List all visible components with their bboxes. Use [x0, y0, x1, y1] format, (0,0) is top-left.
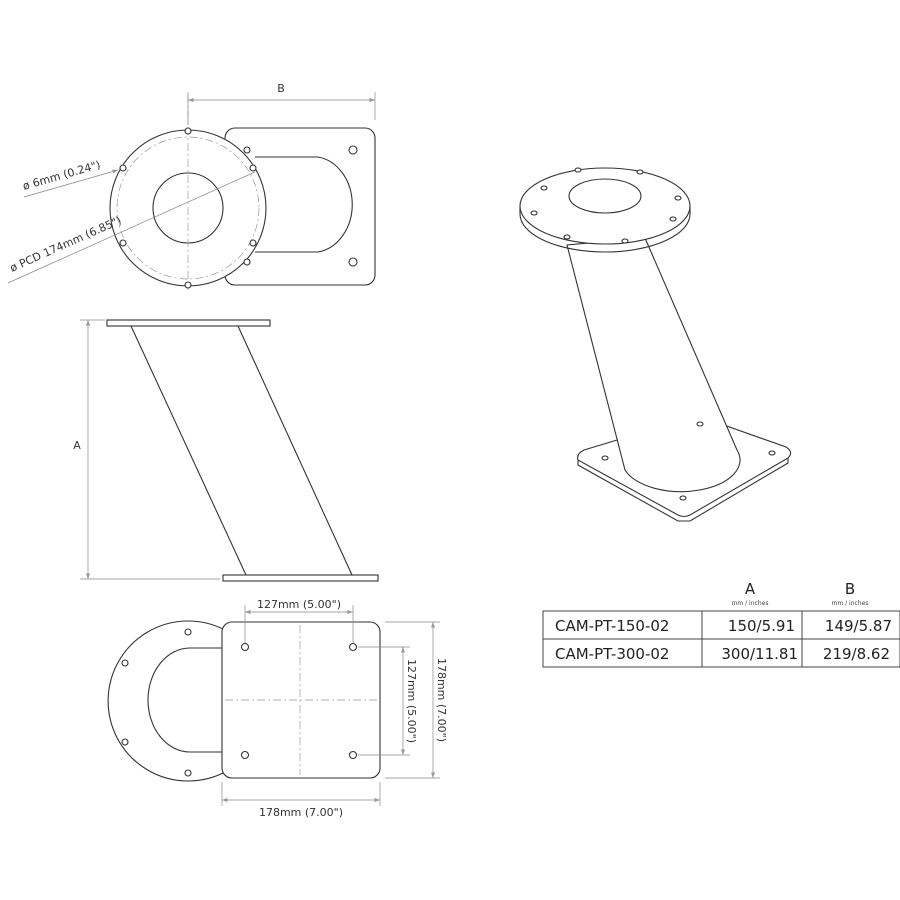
a-cell: 300/11.81 — [721, 645, 798, 663]
dimension-a-label: A — [73, 439, 81, 452]
b-cell: 149/5.87 — [825, 617, 892, 635]
dimension-b-label: B — [277, 82, 285, 95]
flange-holes — [121, 628, 192, 777]
hole-diameter-label: ø 6mm (0.24") — [21, 158, 102, 193]
top-flange-side — [106, 319, 271, 327]
iso-flange-holes — [530, 167, 682, 244]
base-plate-side — [222, 574, 379, 582]
bottom-view: 127mm (5.00") 178mm (7.00") 127mm (5.00"… — [107, 598, 448, 819]
dimensions-table: A mm / inches B mm / inches CAM-PT-150-0… — [542, 580, 900, 668]
column-unit-a: mm / inches — [732, 600, 769, 607]
pcd-label: ø PCD 174mm (6.85") — [8, 214, 123, 275]
table-row: CAM-PT-150-02 150/5.91 149/5.87 — [555, 617, 892, 635]
column-unit-b: mm / inches — [832, 600, 869, 607]
model-cell: CAM-PT-150-02 — [555, 617, 669, 635]
b-cell: 219/8.62 — [823, 645, 890, 663]
plate-height-label: 178mm (7.00") — [435, 658, 448, 742]
table-row: CAM-PT-300-02 300/11.81 219/8.62 — [555, 645, 890, 663]
flange-holes — [119, 127, 257, 289]
plate-hole — [348, 257, 358, 267]
tube-edge — [237, 325, 353, 576]
flange-bottom — [107, 620, 226, 782]
column-header-b: B — [845, 580, 855, 598]
plate-hole — [348, 145, 358, 155]
isometric-view — [519, 167, 792, 522]
model-cell: CAM-PT-300-02 — [555, 645, 669, 663]
iso-center-hole — [568, 178, 642, 214]
iso-base-holes — [601, 421, 776, 501]
top-view: B ø 6mm (0.24") ø PCD 174mm (6.85") — [7, 82, 376, 290]
pcd-circle — [116, 136, 260, 280]
hole-spacing-horizontal-label: 127mm (5.00") — [257, 598, 341, 611]
tube-edge — [130, 325, 247, 576]
iso-tube — [566, 237, 741, 493]
column-header-a: A — [745, 580, 756, 598]
side-view: A — [73, 319, 379, 582]
plate-holes — [240, 642, 358, 760]
hole-spacing-vertical-label: 127mm (5.00") — [405, 659, 418, 743]
a-cell: 150/5.91 — [728, 617, 795, 635]
tube-outline — [255, 156, 353, 253]
plate-width-label: 178mm (7.00") — [259, 806, 343, 819]
